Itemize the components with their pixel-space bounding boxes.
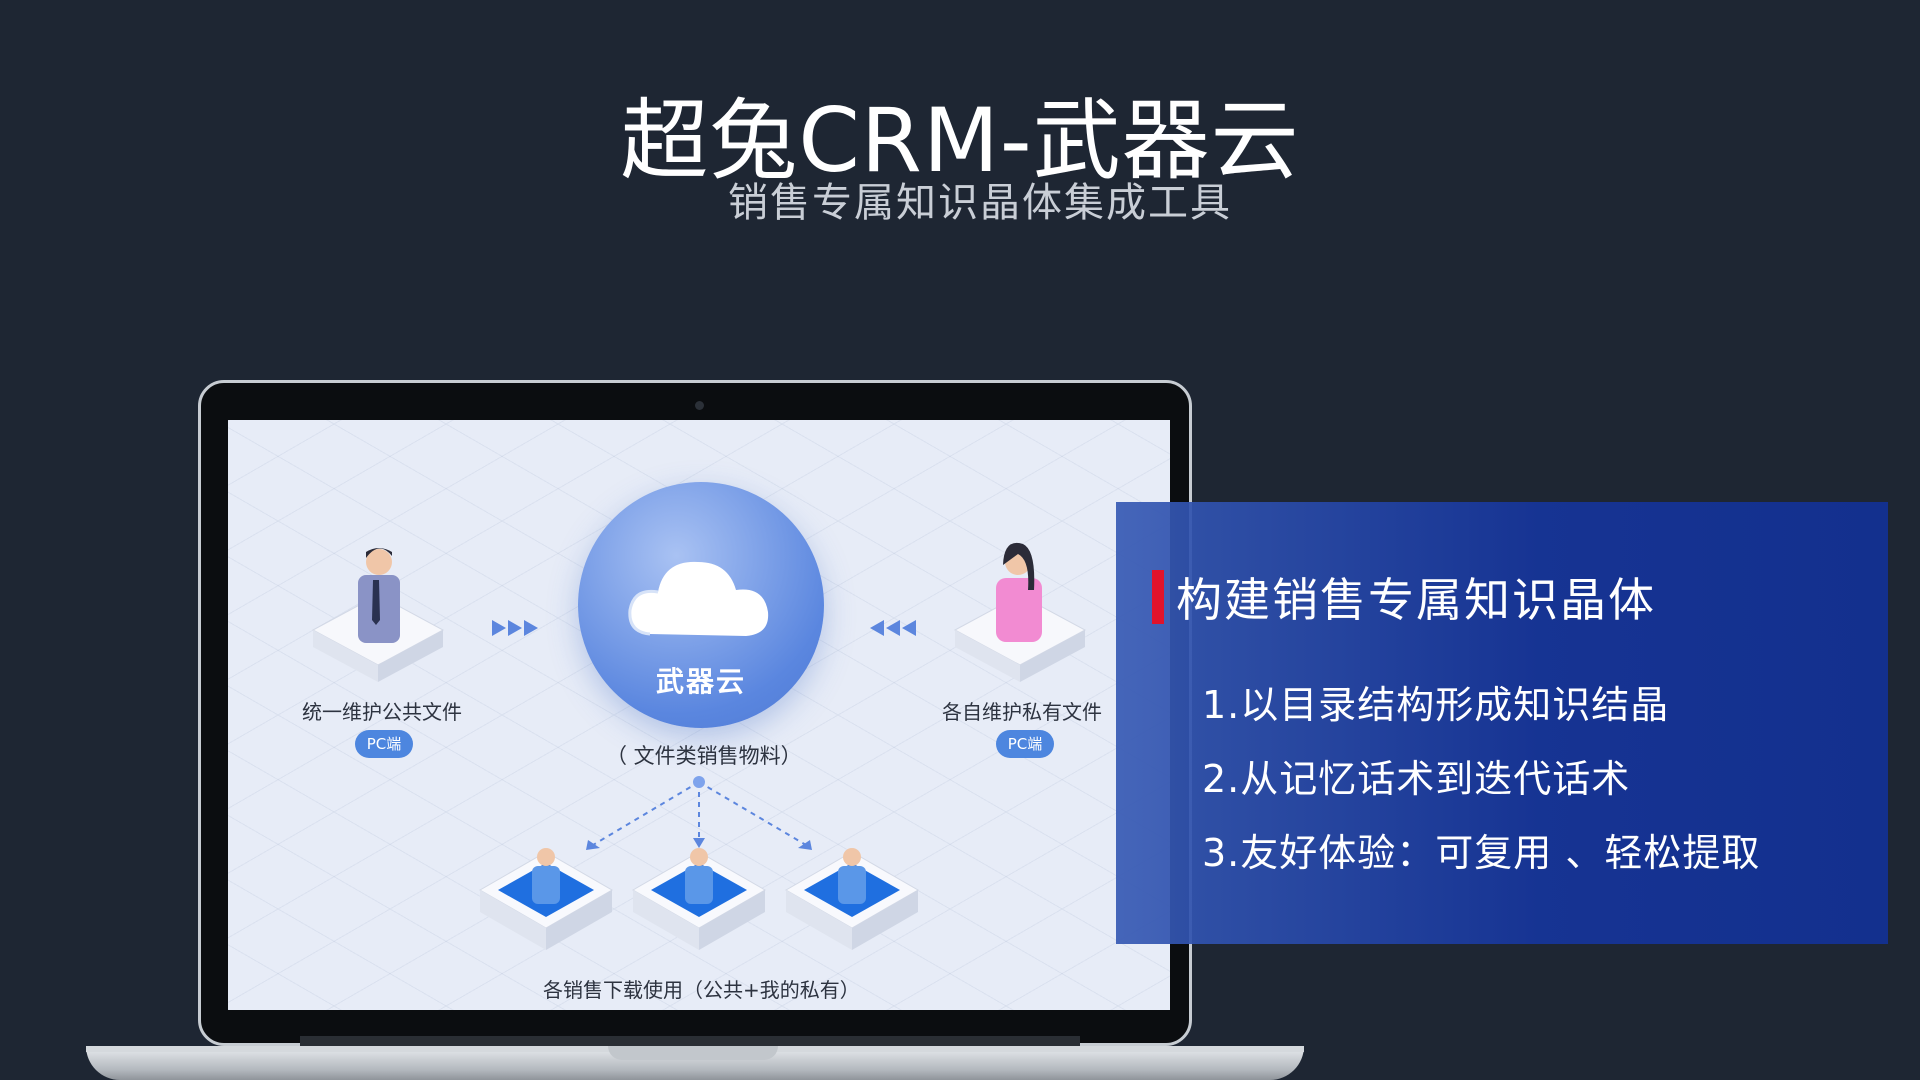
panel-heading: 构建销售专属知识晶体 [1176,573,1656,627]
arrow-right-icon [492,620,538,636]
sales-user-icon-3 [784,848,920,950]
weapon-cloud-circle: 武器云 [578,482,824,728]
page-title: 超兔CRM-武器云 [620,89,1300,192]
center-caption: （ 文件类销售物料） [606,744,802,768]
cloud-icon [628,561,769,636]
sales-user-icon-2 [631,848,767,950]
left-admin-icon [311,548,445,682]
camera-icon [695,401,704,410]
panel-item-1: 1.以目录结构形成知识结晶 [1202,683,1670,727]
arrow-left-icon [870,620,916,636]
laptop-hinge [300,1036,1080,1046]
panel-accent-bar [1152,570,1164,624]
panel-item-3: 3.友好体验：可复用 、轻松提取 [1202,831,1761,875]
bottom-label: 各销售下载使用（公共+我的私有） [543,978,860,1002]
page-subtitle: 销售专属知识晶体集成工具 [728,180,1232,226]
laptop-base [86,1046,1304,1080]
laptop-screen: 武器云 统一维护公共文件 PC端 各自维护私有文件 PC端 （ 文件类销售物料）… [228,420,1170,1010]
panel-item-2: 2.从记忆话术到迭代话术 [1202,757,1631,801]
left-label: 统一维护公共文件 [302,700,462,724]
left-pc-badge: PC端 [355,730,413,758]
cloud-title: 武器云 [655,665,746,698]
distribution-arrows [592,781,807,846]
laptop-notch [608,1046,778,1060]
distribution-node [693,776,705,788]
right-pc-badge: PC端 [996,730,1054,758]
sales-user-icon-1 [478,848,614,950]
feature-panel: 构建销售专属知识晶体 1.以目录结构形成知识结晶 2.从记忆话术到迭代话术 3.… [1116,502,1888,944]
right-label: 各自维护私有文件 [942,700,1102,724]
right-user-icon [953,542,1087,682]
diagram-graphics [311,542,1087,950]
